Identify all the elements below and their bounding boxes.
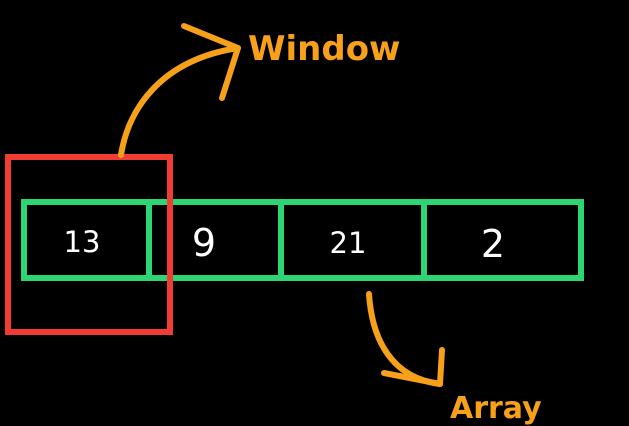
window-label: Window (248, 29, 400, 69)
array-cell-value: 9 (192, 221, 216, 265)
window-box (5, 154, 173, 335)
array-cell-value: 2 (481, 222, 505, 266)
array-arrow-line (366, 291, 443, 387)
array-outline (21, 199, 584, 281)
array (21, 199, 584, 281)
array-label: Array (450, 391, 542, 426)
array-annotation: Array (366, 291, 542, 426)
window-arrow-line (118, 45, 241, 158)
array-arrow-head (381, 347, 445, 387)
array-cell-value: 13 (64, 225, 101, 259)
array-cells: 13 9 21 2 (64, 221, 506, 266)
window-annotation: Window (118, 23, 400, 158)
array-cell-value: 21 (330, 226, 367, 260)
window-arrow-head (181, 23, 241, 101)
